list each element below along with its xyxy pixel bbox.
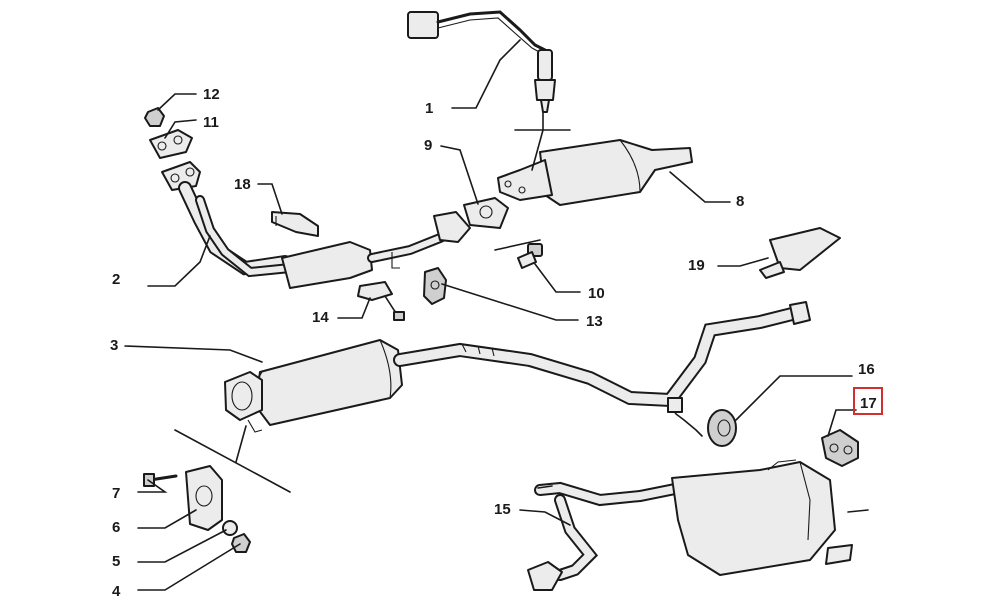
clamp-14 (357, 281, 405, 321)
bolt-10 (517, 243, 543, 269)
leader-7 (137, 479, 168, 493)
nut-4 (231, 533, 251, 553)
muffler-tip (825, 544, 853, 565)
callout-14: 14 (312, 309, 329, 326)
leader-1 (451, 39, 521, 109)
callout-6: 6 (112, 519, 120, 536)
rubber-mount-16 (707, 409, 737, 447)
sensor-connector (407, 11, 439, 39)
rubber-mount-17 (821, 429, 859, 467)
sensor-body (537, 49, 553, 81)
oxygen-sensor (407, 10, 556, 113)
downpipe-flange (161, 161, 201, 191)
leader-18 (257, 183, 283, 215)
callout-13: 13 (586, 313, 603, 330)
callout-19: 19 (688, 257, 705, 274)
callout-11: 11 (203, 114, 219, 131)
clamp-assembly (143, 425, 291, 553)
rear-silencer (527, 459, 869, 591)
callout-17: 17 (860, 395, 877, 412)
downpipe-resonator (281, 241, 373, 289)
central-silencer (224, 301, 811, 437)
leader-lines (124, 39, 857, 591)
callout-9: 9 (424, 137, 432, 154)
callout-12: 12 (203, 86, 220, 103)
callout-1: 1 (425, 100, 433, 117)
callout-16: 16 (858, 361, 875, 378)
converter-inlet-flange (497, 159, 553, 201)
callout-10: 10 (588, 285, 605, 302)
tailpipe-flange (527, 561, 563, 591)
callout-7: 7 (112, 485, 120, 502)
gasket-11 (149, 129, 193, 159)
callout-18: 18 (234, 176, 251, 193)
bracket-18 (271, 211, 319, 237)
clamp-plate-6 (185, 465, 223, 531)
silencer-body (254, 339, 403, 426)
catalytic-converter (497, 111, 693, 206)
flange-gasket-9 (463, 197, 541, 251)
leader-13 (441, 283, 579, 321)
callout-3: 3 (110, 337, 118, 354)
leader-9 (440, 145, 479, 205)
leader-11 (164, 119, 197, 139)
leader-15 (519, 509, 571, 526)
heat-shield-19 (759, 227, 841, 279)
leader-8 (669, 171, 731, 203)
rubber-hanger-13 (423, 267, 447, 305)
washer-5 (222, 520, 238, 536)
leader-12 (157, 93, 197, 111)
callout-2: 2 (112, 271, 120, 288)
downpipe-rear-flange (433, 211, 471, 243)
leader-10 (534, 263, 581, 293)
leader-17 (827, 409, 857, 437)
leader-3 (124, 345, 263, 363)
leader-5 (137, 529, 227, 563)
front-downpipe (161, 161, 471, 289)
leader-2 (147, 235, 211, 287)
leader-19 (717, 257, 769, 267)
converter-body (539, 139, 693, 206)
gasket-9 (463, 197, 509, 229)
callout-15: 15 (494, 501, 511, 518)
leader-4 (137, 543, 241, 591)
callout-8: 8 (736, 193, 744, 210)
callout-5: 5 (112, 553, 120, 570)
silencer-inlet-flange (224, 371, 263, 421)
callout-labels: 1 2 3 4 5 6 7 8 9 10 11 12 13 14 15 16 1… (110, 86, 877, 600)
callout-4: 4 (112, 583, 121, 600)
leader-6 (137, 509, 197, 529)
muffler-body (671, 461, 836, 576)
highlight-box-17 (853, 387, 883, 415)
nut-12 (144, 107, 165, 127)
leader-16 (735, 375, 853, 421)
leader-14 (337, 297, 371, 319)
